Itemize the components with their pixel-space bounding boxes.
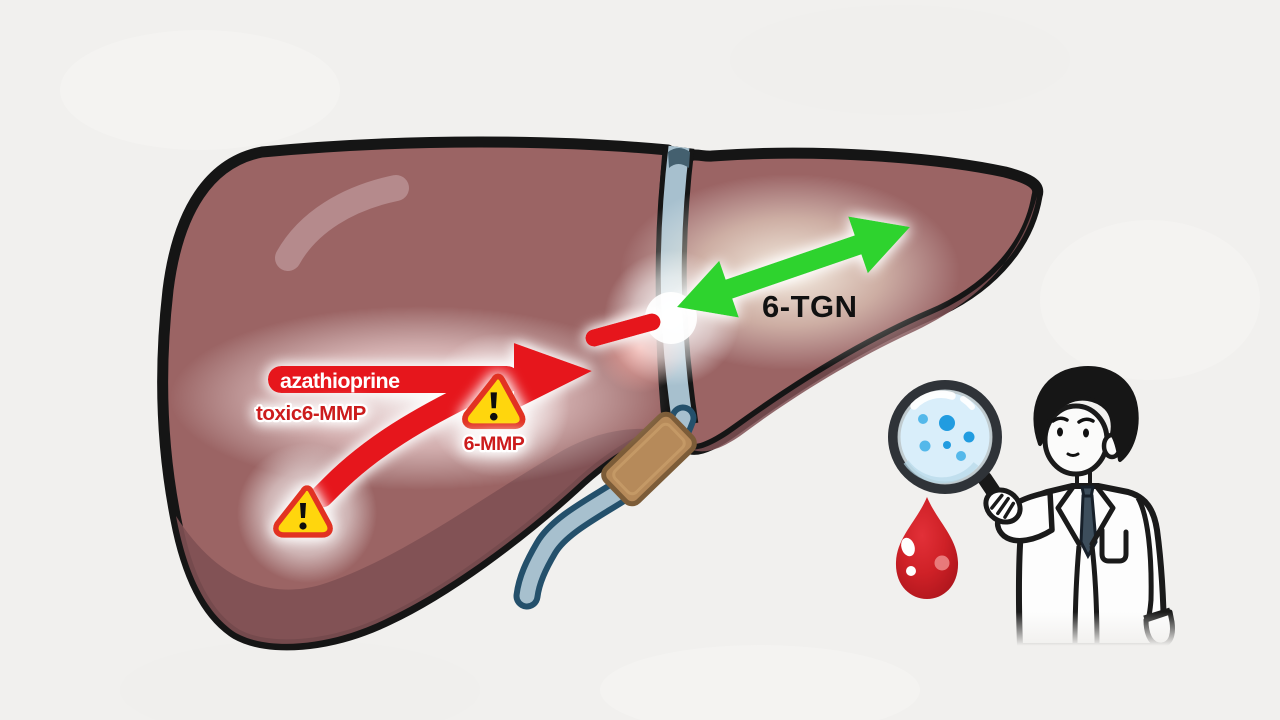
warning-icon-6mmp <box>462 373 526 430</box>
label-6mmp: 6-MMP <box>464 433 525 455</box>
warning-icon-toxic <box>273 485 333 538</box>
doctor-face-features <box>1051 416 1095 457</box>
red-branch-arrow <box>310 378 490 508</box>
red-dash-segment <box>585 313 661 347</box>
magnifier-lens <box>888 380 1002 494</box>
doctor-lapels <box>1055 484 1116 547</box>
vessel-band-top <box>668 148 690 168</box>
doctor-hair <box>1033 366 1139 462</box>
azathioprine-pathway <box>268 313 661 508</box>
doctor-eye-left <box>1057 427 1063 437</box>
drop-highlight <box>901 537 915 557</box>
lens-cells <box>918 414 975 461</box>
lens-highlight <box>910 390 956 410</box>
doctor-face <box>1042 403 1110 477</box>
red-arrowhead <box>514 343 592 410</box>
red-arrow-shaft <box>268 366 520 393</box>
label-azathioprine: azathioprine <box>280 369 400 393</box>
label-toxic-6mmp: toxic6-MMP <box>256 402 366 425</box>
liver-left-shading <box>176 428 666 644</box>
doctor-left-hand-grip <box>983 487 1023 525</box>
blood-drop <box>895 497 959 599</box>
doctor-eye-right <box>1083 428 1089 438</box>
doctor-illustration <box>983 366 1195 657</box>
doctor-fade <box>995 612 1195 657</box>
doctor-eyebrow-right <box>1077 417 1095 424</box>
green-double-arrow <box>677 216 910 318</box>
doctor-mouth <box>1066 452 1080 457</box>
liver-highlight <box>275 175 409 271</box>
doctor-eyebrow-left <box>1051 416 1069 423</box>
tgn-pathway <box>677 216 910 318</box>
label-6tgn: 6-TGN <box>762 289 858 324</box>
doctor-pocket <box>1099 527 1129 564</box>
background-texture <box>60 5 1260 720</box>
